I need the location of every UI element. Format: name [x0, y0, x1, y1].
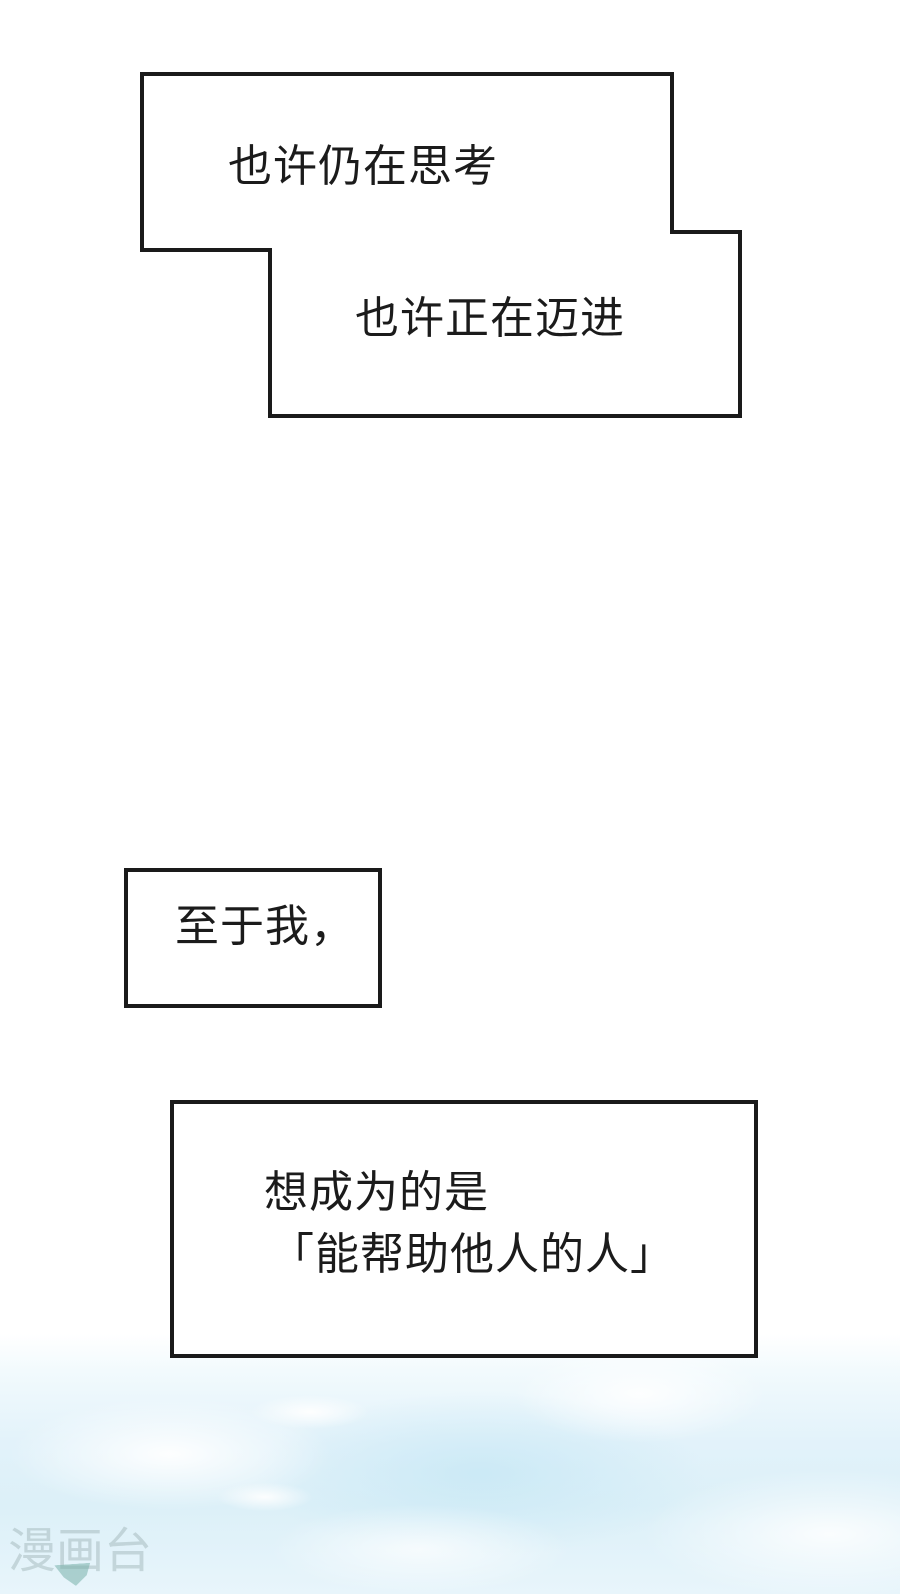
- balloon-step-line-1: 也许仍在思考: [228, 142, 498, 191]
- balloon-small-line-1: 至于我，: [175, 902, 355, 951]
- speech-balloon-small: [124, 868, 382, 1008]
- speech-balloon-step: [140, 72, 746, 418]
- balloon-wide-line-2: 「能帮助他人的人」: [270, 1230, 675, 1279]
- watermark-label: 漫画台: [8, 1525, 153, 1578]
- balloon-step-line-2: 也许正在迈进: [355, 294, 625, 343]
- cloud-wisp-lower: [215, 1482, 315, 1512]
- sky-background: [0, 1334, 900, 1594]
- speech-balloon-wide: [170, 1100, 758, 1358]
- cloud-wisp-upper: [250, 1395, 370, 1429]
- watermark-leaf-icon: [54, 1563, 91, 1587]
- balloon-wide-line-1: 想成为的是: [264, 1168, 489, 1217]
- step-balloon-outline: [140, 72, 742, 418]
- watermark: 漫画台: [8, 1524, 152, 1588]
